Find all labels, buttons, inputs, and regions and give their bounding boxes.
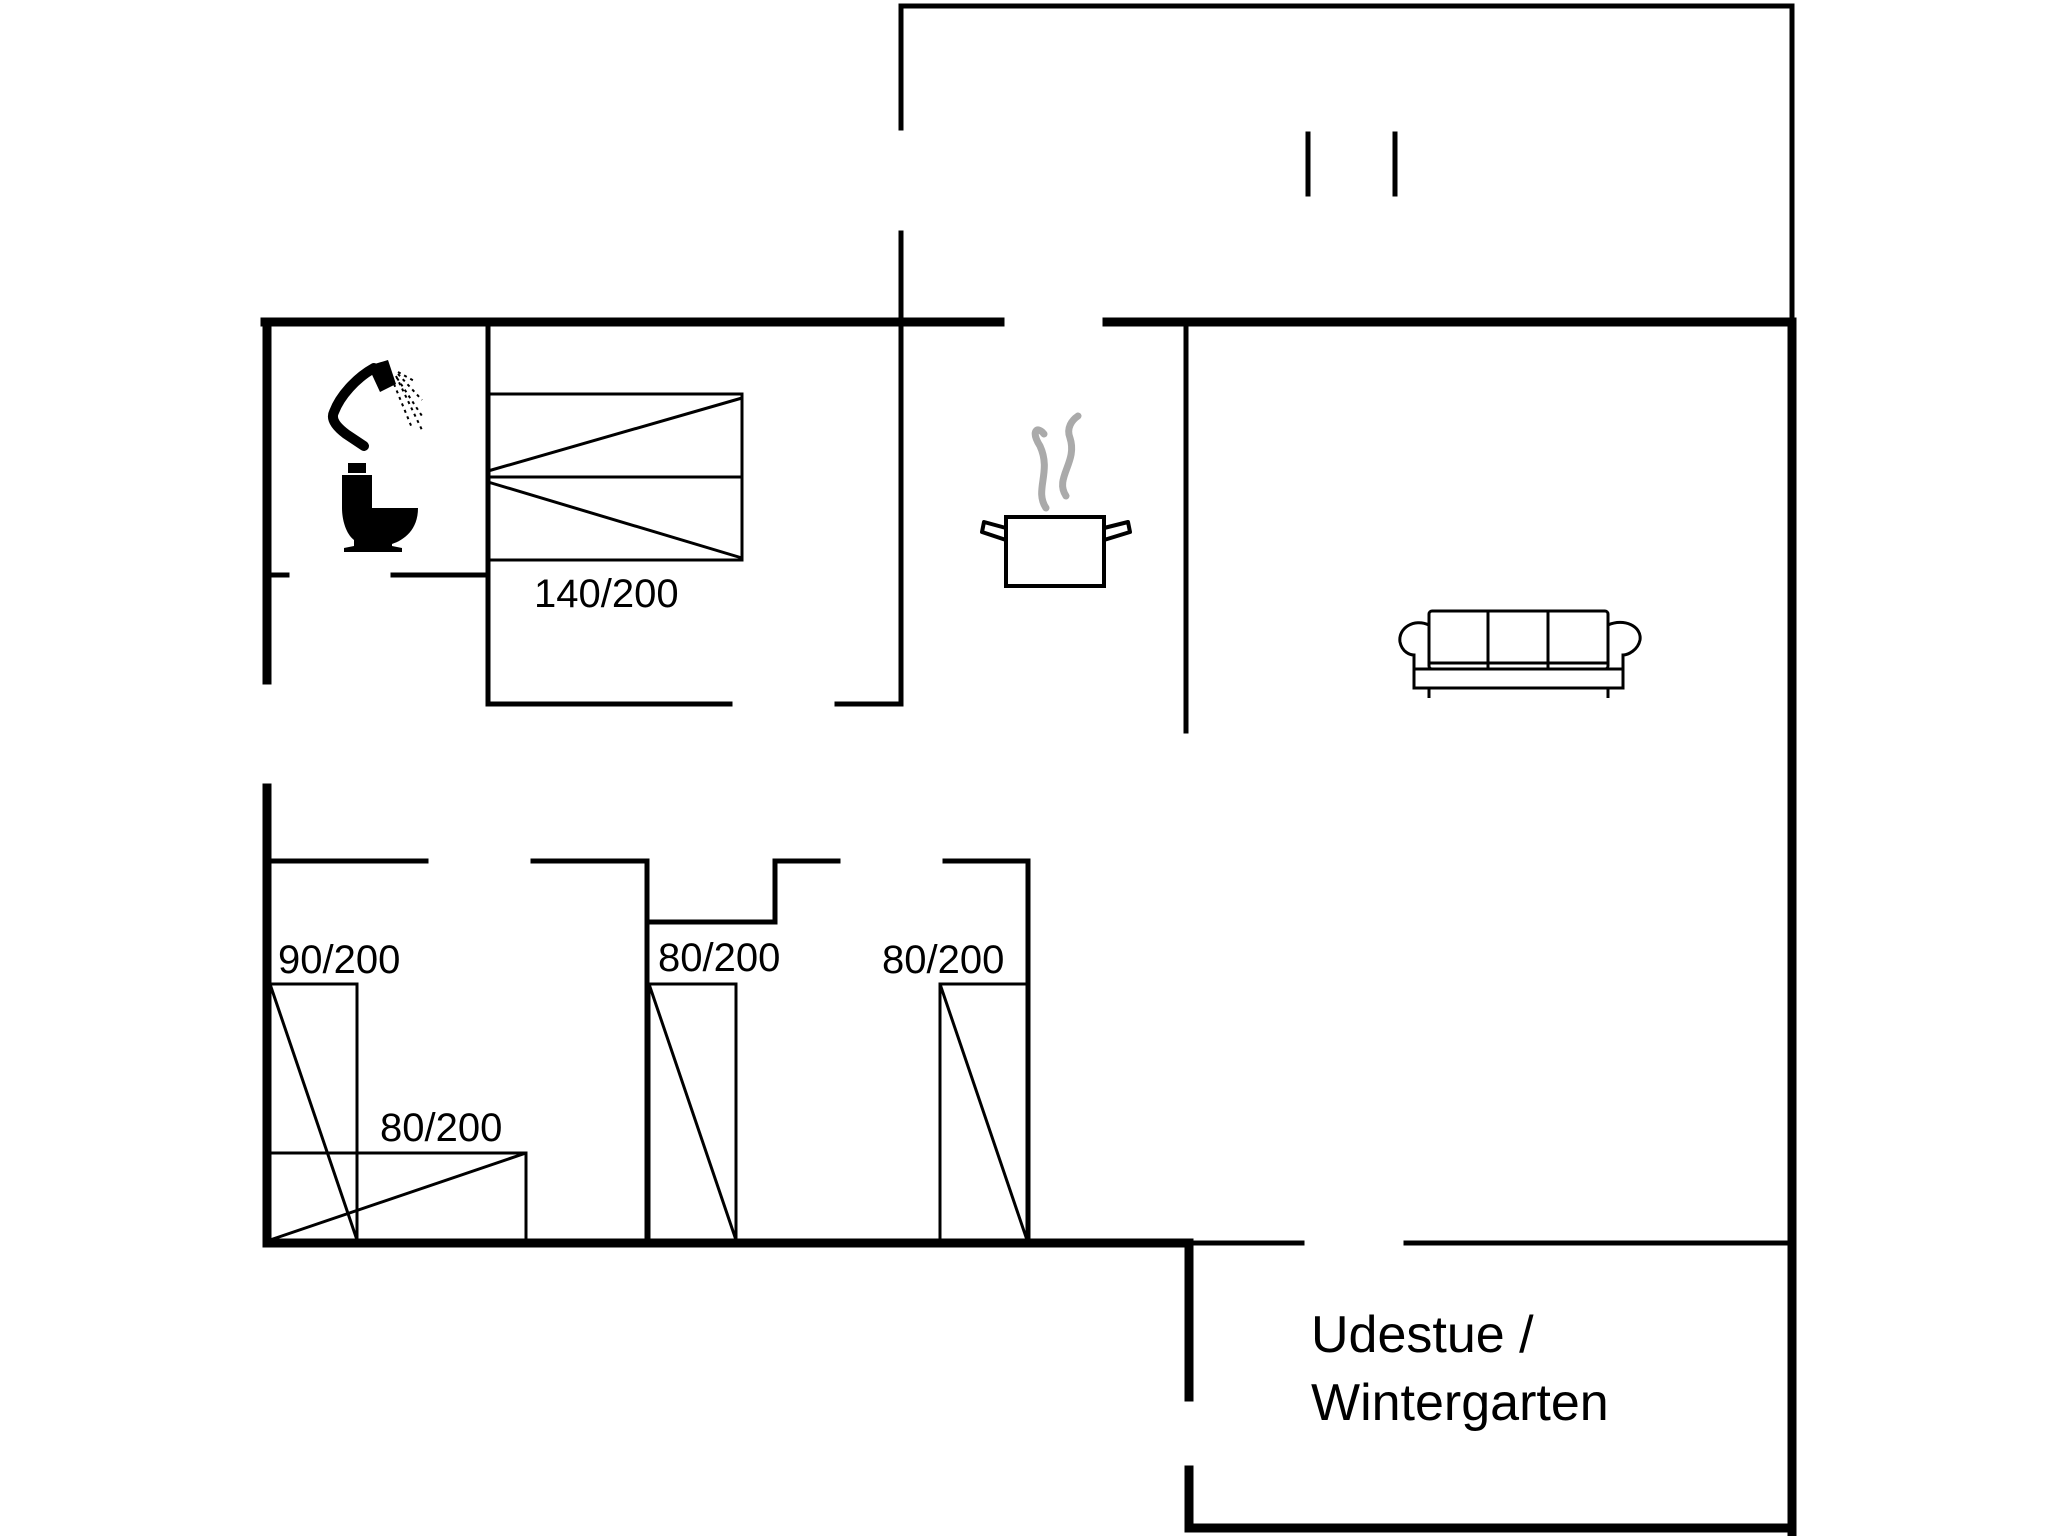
exterior-walls: [260, 317, 1797, 1536]
bed-label-room1-extra: 80/200: [380, 1106, 502, 1150]
bed-single-2: [647, 982, 738, 1242]
toilet-icon: [342, 463, 418, 552]
sofa-icon: [1398, 609, 1642, 698]
bed-single-1-extra: [268, 1151, 528, 1242]
interior-walls: [264, 319, 1795, 1246]
conservatory-label-line1: Udestue /: [1311, 1306, 1534, 1364]
bed-single-1: [268, 982, 359, 1242]
cooking-pot-icon: [980, 412, 1132, 588]
terrace-outline: [898, 3, 1795, 325]
bed-label-double: 140/200: [534, 572, 679, 616]
conservatory-label-line2: Wintergarten: [1311, 1374, 1609, 1432]
bed-label-room2: 80/200: [658, 936, 780, 980]
bed-label-room1: 90/200: [278, 938, 400, 982]
bed-single-3: [938, 982, 1029, 1242]
shower-icon: [328, 360, 423, 451]
bed-double: [486, 392, 744, 562]
bed-label-room3: 80/200: [882, 938, 1004, 982]
